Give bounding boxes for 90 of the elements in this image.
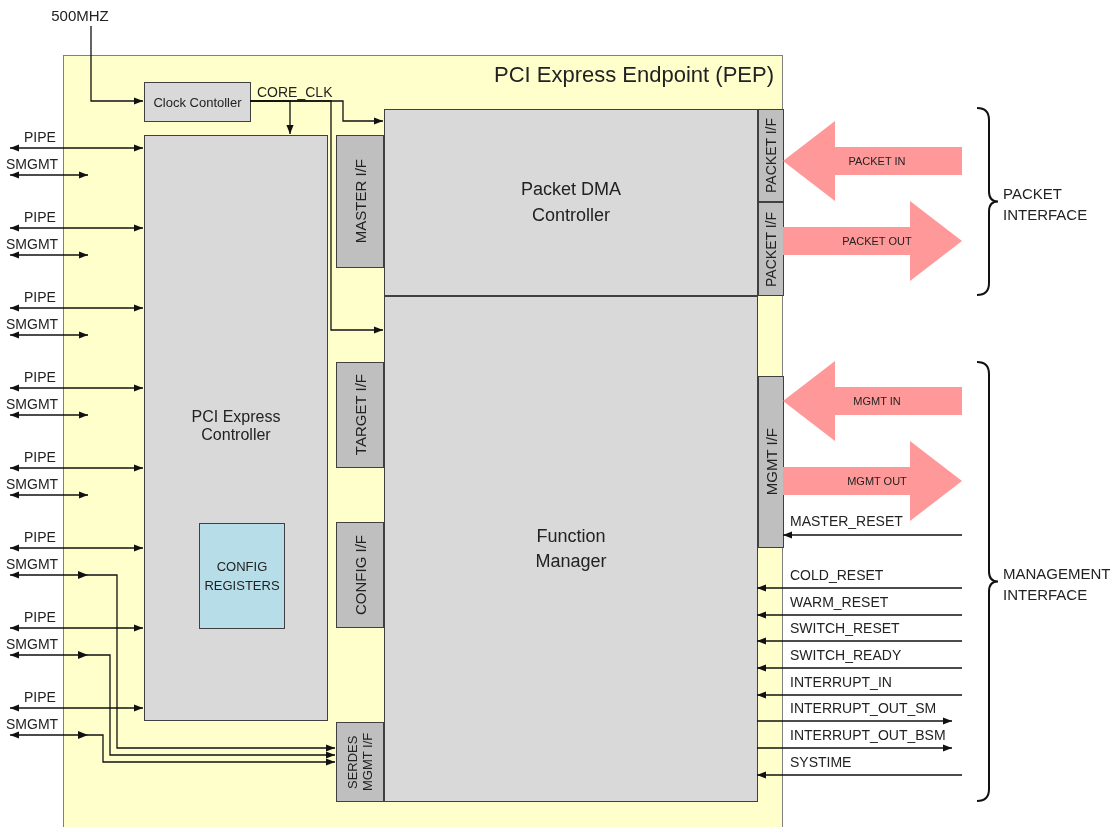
block-arrow [783, 201, 962, 281]
signal-arrow [9, 544, 144, 552]
signal-label: SMGMT [6, 716, 59, 732]
endpoint-frame [63, 55, 783, 827]
signal-arrow [756, 664, 963, 672]
register-label: CONFIG REGISTERS [203, 557, 281, 595]
interface-label: MASTER I/F [351, 159, 369, 244]
signal-label: PIPE [24, 369, 56, 385]
signal-arrow [9, 731, 336, 766]
signal-label: SMGMT [6, 396, 59, 412]
interface-label: TARGET I/F [351, 374, 369, 456]
interface-strip [336, 362, 384, 468]
signal-arrow [9, 571, 336, 752]
signal-arrow [9, 704, 144, 712]
interface-label: PACKET INTERFACE [1003, 183, 1089, 225]
signal-label: CORE_CLK [257, 84, 333, 100]
module-box [384, 296, 758, 802]
signal-label: SMGMT [6, 316, 59, 332]
interface-strip [336, 522, 384, 628]
arrow-label: MGMT OUT [847, 474, 907, 488]
interface-strip [758, 109, 784, 202]
block-arrow [783, 361, 962, 441]
signal-label: PIPE [24, 129, 56, 145]
signal-label: PIPE [24, 209, 56, 225]
interface-strip [758, 202, 784, 296]
signal-arrow [9, 491, 89, 499]
signal-arrow [9, 384, 144, 392]
signal-label: PIPE [24, 449, 56, 465]
interface-strip [336, 135, 384, 268]
register-box [199, 523, 285, 629]
signal-label: SMGMT [6, 476, 59, 492]
module-box [144, 135, 328, 721]
arrow-label: PACKET IN [848, 154, 906, 168]
signal-arrow [756, 611, 963, 619]
signal-label: SMGMT [6, 556, 59, 572]
module-box [144, 82, 251, 122]
interface-label: MGMT I/F [762, 428, 780, 496]
signal-arrow [249, 100, 384, 334]
signal-arrow [756, 771, 963, 779]
module-label: Packet DMA Controller [520, 178, 622, 227]
arrow-label: PACKET OUT [842, 234, 912, 248]
signal-label: PIPE [24, 609, 56, 625]
interface-label: SERDES MGMT I/F [345, 731, 375, 794]
signal-arrow [9, 304, 144, 312]
arrow-label: MGMT IN [853, 394, 901, 408]
interface-strip [336, 722, 384, 802]
signal-label: WARM_RESET [790, 594, 889, 610]
signal-arrow [756, 584, 963, 592]
signal-arrow [756, 691, 963, 699]
signal-label: INTERRUPT_OUT_SM [790, 700, 937, 716]
signal-label: SWITCH_READY [790, 647, 902, 663]
signal-arrow [782, 531, 963, 539]
signal-arrow [90, 25, 144, 105]
signal-label: 500MHZ [38, 4, 122, 26]
signal-arrow [9, 651, 336, 759]
signal-arrow [9, 624, 144, 632]
interface-label: CONFIG I/F [351, 535, 369, 615]
signal-arrow [9, 464, 144, 472]
signal-label: COLD_RESET [790, 567, 884, 583]
block-arrow [783, 121, 962, 201]
module-label: Function Manager [534, 524, 608, 573]
signal-label: SWITCH_RESET [790, 620, 900, 636]
signal-label: INTERRUPT_IN [790, 674, 892, 690]
interface-label: PACKET I/F [763, 211, 779, 287]
frame-title: PCI Express Endpoint (PEP) [494, 62, 774, 88]
interface-strip [758, 376, 784, 548]
signal-label: INTERRUPT_OUT_BSM [790, 727, 946, 743]
signal-label: SMGMT [6, 236, 59, 252]
signal-label: PIPE [24, 529, 56, 545]
signal-label: MASTER_RESET [790, 513, 903, 529]
signal-arrow [756, 637, 963, 645]
signal-label: PIPE [24, 289, 56, 305]
signal-arrow [9, 224, 144, 232]
signal-arrow [9, 331, 89, 339]
signal-arrow [9, 171, 89, 179]
module-label: Clock Contoller [153, 94, 242, 110]
signal-arrow [9, 411, 89, 419]
interface-label: PACKET I/F [763, 118, 779, 193]
module-label: PCI Express Controller [190, 408, 282, 444]
interface-label: MANAGEMENT INTERFACE [1003, 563, 1112, 605]
signal-label: PIPE [24, 689, 56, 705]
signal-label: SMGMT [6, 156, 59, 172]
block-arrow [783, 441, 962, 521]
signal-label: SMGMT [6, 636, 59, 652]
signal-arrow [756, 744, 953, 752]
signal-label: SYSTIME [790, 754, 852, 770]
module-box [384, 109, 758, 296]
signal-arrow [9, 251, 89, 259]
signal-arrow [756, 717, 953, 725]
signal-arrow [9, 144, 144, 152]
